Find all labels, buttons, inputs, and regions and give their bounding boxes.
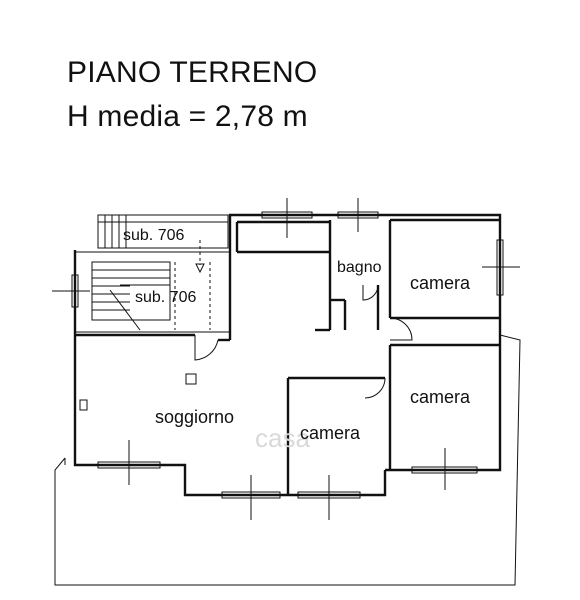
fireplace-marker bbox=[79, 399, 88, 411]
stairs-upper bbox=[97, 214, 229, 274]
label-soggiorno: soggiorno bbox=[155, 407, 234, 427]
label-camera-3: camera bbox=[300, 423, 361, 443]
window-camera-3 bbox=[297, 475, 361, 520]
doors bbox=[194, 284, 413, 399]
label-sub-706-lower: sub. 706 bbox=[135, 289, 196, 306]
stairs-lower bbox=[74, 251, 231, 333]
watermark-logo: casa bbox=[255, 423, 310, 453]
column-marker bbox=[185, 373, 197, 385]
window-bagno bbox=[337, 198, 379, 232]
interior-walls bbox=[75, 218, 500, 495]
label-sub-706-upper: sub. 706 bbox=[123, 227, 184, 244]
window-camera-2 bbox=[411, 448, 478, 490]
window-top-center bbox=[261, 198, 313, 238]
label-camera-2: camera bbox=[410, 387, 471, 407]
window-soggiorno-left bbox=[97, 440, 161, 485]
terrace-outline bbox=[54, 334, 521, 586]
fixtures bbox=[79, 373, 197, 411]
label-camera-1: camera bbox=[410, 273, 471, 293]
plan-title: PIANO TERRENO bbox=[67, 56, 318, 89]
windows bbox=[52, 198, 520, 520]
window-camera-1 bbox=[482, 239, 520, 296]
window-stairs bbox=[52, 274, 90, 308]
average-height-note: H media = 2,78 m bbox=[67, 100, 308, 133]
window-soggiorno-right bbox=[221, 475, 281, 520]
label-bagno: bagno bbox=[337, 259, 382, 276]
